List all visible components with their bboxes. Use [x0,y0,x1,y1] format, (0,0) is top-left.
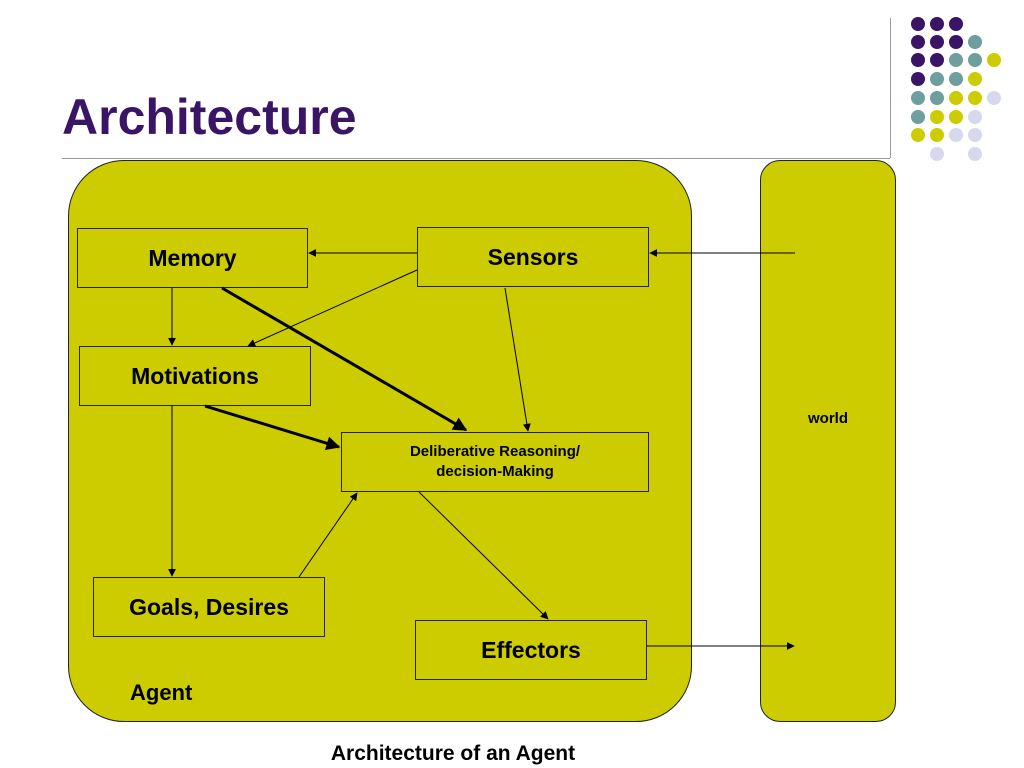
slide-title: Architecture [62,89,357,145]
dot [968,53,982,67]
dot [949,53,963,67]
dot [968,110,982,124]
dot [968,128,982,142]
dot [949,35,963,49]
world-label: world [808,410,848,427]
dot [949,128,963,142]
dot [949,91,963,105]
dot [911,53,925,67]
dot [930,17,944,31]
arrow-sensors-to-reasoning [504,287,531,432]
arrow-goals-to-reasoning [298,492,358,578]
dot [930,35,944,49]
effectors-box: Effectors [415,620,647,680]
dot [968,91,982,105]
dot [911,72,925,86]
world-container [760,160,896,722]
dot [930,72,944,86]
agent-label: Agent [130,680,193,705]
dot [987,53,1001,67]
dot [968,147,982,161]
dot [930,53,944,67]
dot [911,110,925,124]
dot [949,72,963,86]
diagram-caption: Architecture of an Agent [330,742,576,765]
dot [911,128,925,142]
dot [930,147,944,161]
arrow-memory-to-reasoning [221,286,468,432]
dot [930,128,944,142]
dot [968,72,982,86]
dot [911,17,925,31]
decorative-vertical-line [890,18,891,158]
motivations-box: Motivations [79,346,311,406]
decorative-horizontal-line [62,158,890,159]
reasoning-line-2: decision-Making [436,463,554,480]
dot [949,17,963,31]
arrow-reasoning-to-effectors [418,491,549,620]
dot [968,35,982,49]
arrow-motivations-to-reasoning [204,404,341,451]
reasoning-line-1: Deliberative Reasoning/ [409,443,581,460]
dot [987,91,1001,105]
goals-desires-box: Goals, Desires [93,577,325,637]
dot [949,110,963,124]
arrow-sensors-to-motivations [247,269,418,347]
dot [911,91,925,105]
memory-box: Memory [77,228,308,288]
dot [911,35,925,49]
sensors-box: Sensors [417,227,649,287]
dot [930,110,944,124]
dot [930,91,944,105]
deliberative-reasoning-box: Deliberative Reasoning/ decision-Making [341,432,649,492]
